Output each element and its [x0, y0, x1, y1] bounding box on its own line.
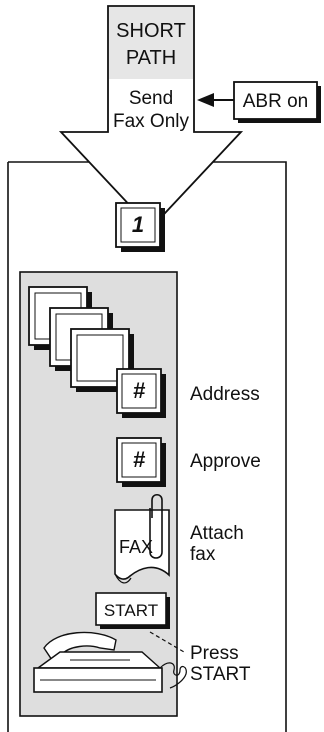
key-1-inner [120, 207, 156, 243]
press-caption-line2: START [190, 664, 251, 685]
address-caption: Address [190, 384, 260, 405]
fax-page-curl [114, 573, 132, 584]
header-subtitle-line1: Send [129, 88, 173, 109]
approve-hash-key[interactable]: # [116, 437, 166, 487]
start-button-label: START [104, 601, 158, 620]
approve-key-inner [121, 442, 157, 478]
header-title-line1: SHORT [116, 20, 186, 42]
abr-on-button[interactable] [233, 81, 318, 120]
abr-on-callout: ABR on [197, 81, 321, 123]
approve-caption: Approve [190, 451, 261, 472]
press-caption-line1: Press [190, 643, 239, 664]
header-arrow-shape [58, 5, 244, 230]
header-title-band [109, 7, 193, 79]
header-title-line2: PATH [126, 47, 176, 69]
fax-page [114, 509, 170, 580]
paperclip-icon [149, 493, 163, 559]
address-hash-label: # [133, 378, 146, 403]
stacked-address-keys: # [28, 286, 166, 418]
key-1-label: 1 [132, 212, 144, 237]
attach-caption-line1: Attach [190, 523, 244, 544]
fax-document-icon: FAX [114, 493, 170, 584]
approve-key-face [116, 437, 162, 483]
fax-label: FAX [119, 537, 153, 557]
abr-arrow-head [197, 93, 214, 107]
attach-caption-line2: fax [190, 544, 216, 565]
start-button[interactable]: START [95, 592, 170, 629]
key-1-face [115, 202, 161, 248]
approve-hash-label: # [133, 447, 146, 472]
key-1[interactable]: 1 [115, 202, 165, 252]
address-hash-key[interactable]: # [116, 368, 166, 418]
fax-cord [159, 662, 187, 689]
abr-on-label: ABR on [243, 91, 308, 112]
fax-machine-icon [33, 631, 187, 693]
header-subtitle-line2: Fax Only [113, 111, 190, 132]
start-button-face [95, 592, 167, 626]
short-path-header: SHORT PATH Send Fax Only [58, 5, 244, 230]
